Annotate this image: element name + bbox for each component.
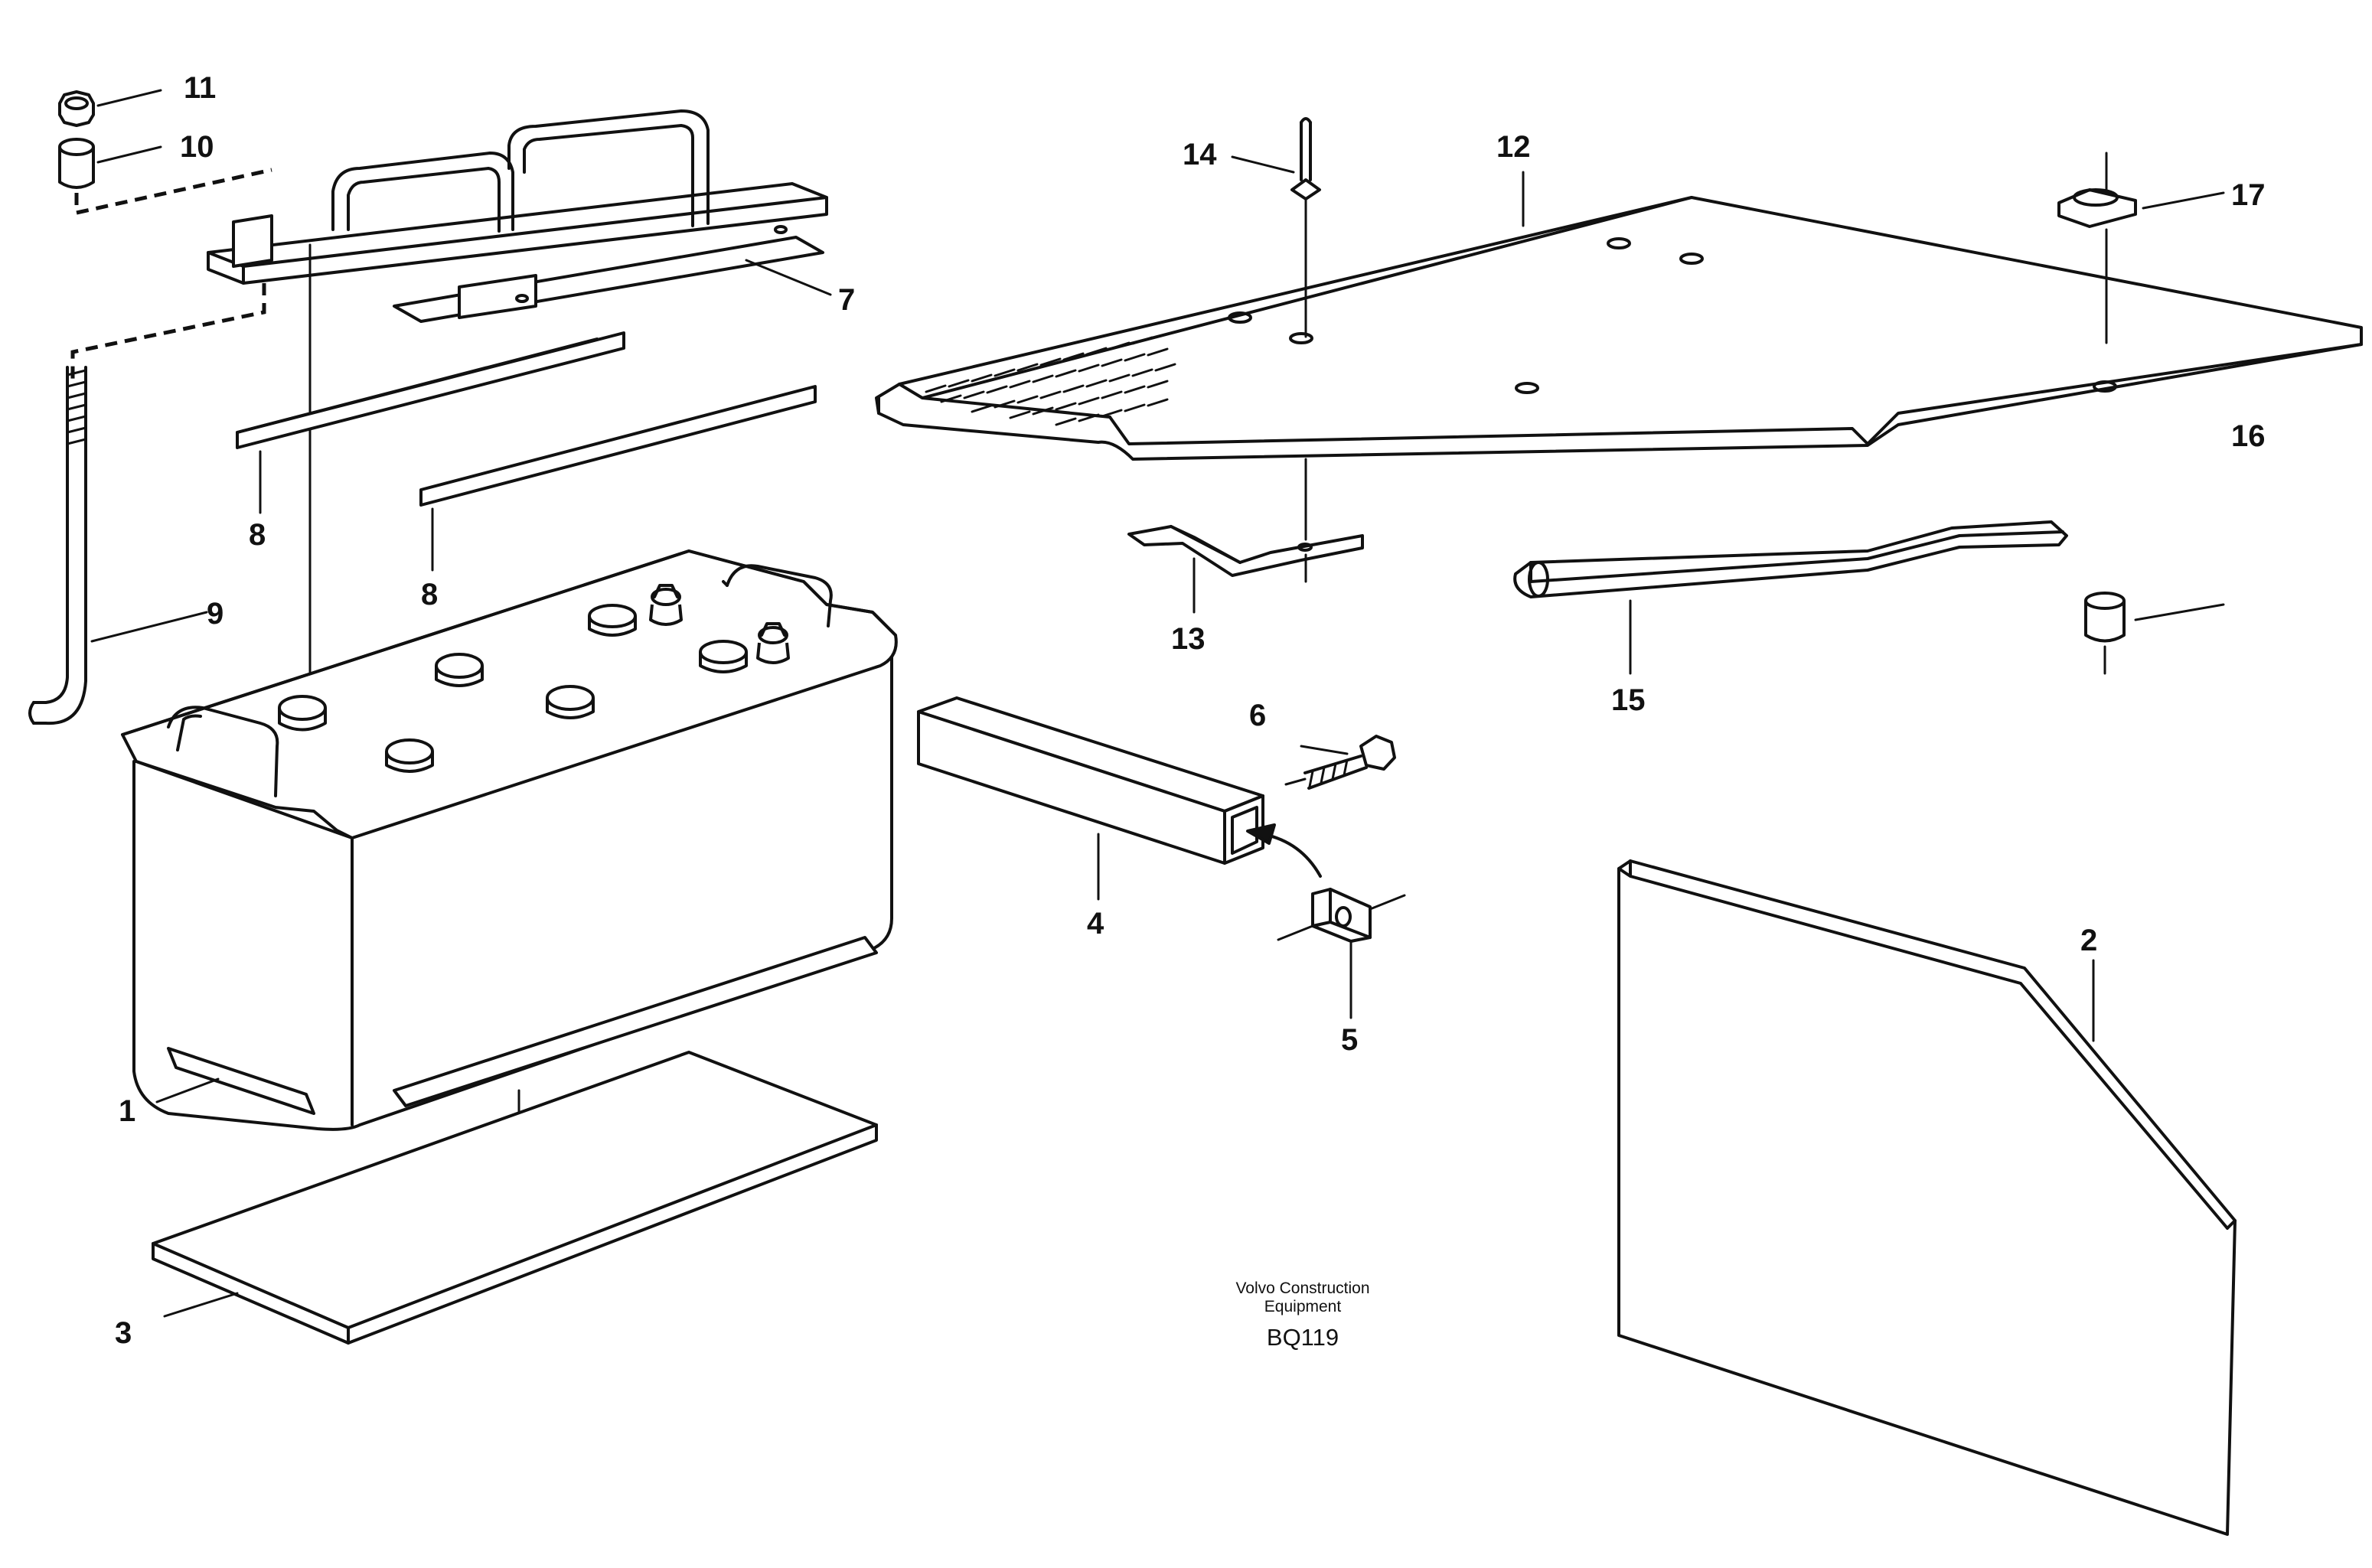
part-16-spacer bbox=[2084, 592, 2126, 675]
callout-16: 16 bbox=[2231, 419, 2266, 453]
leader-14 bbox=[1231, 155, 1295, 174]
figure-code: BQ119 bbox=[1267, 1324, 1339, 1351]
callout-12: 12 bbox=[1496, 130, 1531, 164]
part-8-rubber-strip-a bbox=[236, 331, 625, 449]
part-7-hold-down-bracket bbox=[207, 109, 828, 323]
callout-2: 2 bbox=[2080, 924, 2097, 957]
leader-9 bbox=[90, 611, 208, 643]
part-4-square-tube bbox=[917, 696, 1264, 865]
leader-16 bbox=[2134, 603, 2225, 621]
callout-11: 11 bbox=[184, 71, 216, 105]
part-11-nut bbox=[58, 90, 95, 127]
leader-17 bbox=[2142, 191, 2225, 210]
caption-line-2: Equipment bbox=[1264, 1298, 1342, 1315]
callout-10: 10 bbox=[180, 130, 214, 164]
caption-line-1: Volvo Construction bbox=[1235, 1280, 1369, 1297]
callout-6: 6 bbox=[1249, 699, 1266, 732]
assembly-arrow bbox=[1261, 833, 1322, 878]
callout-9: 9 bbox=[207, 597, 223, 631]
part-1-battery bbox=[121, 549, 898, 1131]
callout-7: 7 bbox=[838, 283, 855, 317]
leader-3 bbox=[163, 1292, 239, 1318]
part-8-rubber-strip-b bbox=[419, 385, 817, 507]
part-15-edge-trim bbox=[1513, 520, 2068, 598]
part-10-spacer bbox=[58, 138, 95, 189]
assembly-arrow-head bbox=[1246, 823, 1276, 845]
part-17-clip bbox=[2057, 152, 2137, 228]
callout-8a: 8 bbox=[249, 518, 266, 552]
callout-3: 3 bbox=[115, 1316, 132, 1350]
part-13-bracket bbox=[1127, 458, 1364, 583]
callout-13: 13 bbox=[1171, 622, 1206, 656]
part-2-side-panel bbox=[1617, 859, 2237, 1536]
assembly-line-9 bbox=[70, 283, 266, 383]
callout-4: 4 bbox=[1087, 907, 1104, 940]
part-9-j-bolt bbox=[28, 366, 87, 725]
callout-17: 17 bbox=[2231, 178, 2266, 212]
leader-10 bbox=[96, 145, 162, 164]
leader-6 bbox=[1300, 745, 1349, 755]
callout-15: 15 bbox=[1611, 683, 1646, 717]
callout-8b: 8 bbox=[421, 578, 438, 611]
leader-1 bbox=[155, 1077, 220, 1103]
leader-11 bbox=[96, 89, 162, 107]
part-14-pin bbox=[1290, 117, 1321, 338]
leader-7 bbox=[745, 259, 832, 296]
callout-1: 1 bbox=[119, 1094, 135, 1128]
assembly-line-10 bbox=[74, 168, 272, 216]
part-6-bolt bbox=[1284, 735, 1396, 790]
callout-14: 14 bbox=[1183, 138, 1217, 171]
part-5-nut-plate bbox=[1277, 888, 1406, 943]
part-3-battery-mat bbox=[152, 1051, 878, 1345]
callout-5: 5 bbox=[1341, 1023, 1358, 1057]
part-12-cover-plate bbox=[875, 196, 2363, 461]
tread-pattern bbox=[925, 336, 1176, 426]
